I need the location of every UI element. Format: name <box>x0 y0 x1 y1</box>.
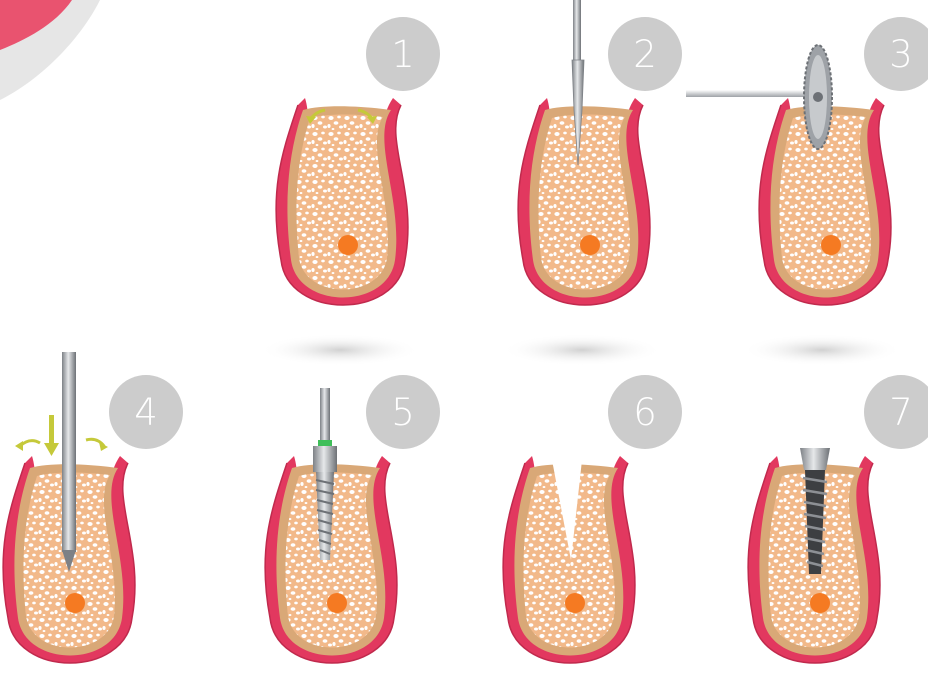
ground-shadow <box>742 334 902 366</box>
ground-shadow <box>502 334 662 366</box>
step-number-badge: 4 <box>109 375 183 449</box>
step-number-badge: 6 <box>608 375 682 449</box>
step-7: 7 <box>748 375 928 663</box>
osteotome-icon <box>62 352 76 572</box>
step-number-badge: 7 <box>864 375 928 449</box>
down-arrow-icon <box>44 415 59 456</box>
step-2: 2 <box>502 0 682 366</box>
step-number: 3 <box>889 33 913 76</box>
step-4: 4 <box>3 352 183 663</box>
step-number: 5 <box>391 391 415 434</box>
step-6: 6 <box>503 375 682 663</box>
step-number: 4 <box>134 391 158 434</box>
step-1: 1 <box>260 17 440 366</box>
corner-accent <box>0 0 100 100</box>
step-number: 2 <box>633 33 657 76</box>
ground-shadow <box>260 334 420 366</box>
step-number-badge: 2 <box>608 17 682 91</box>
step-number: 7 <box>889 391 913 434</box>
step-number-badge: 3 <box>864 17 928 91</box>
step-5: 5 <box>265 375 440 663</box>
step-3: 3 <box>686 17 928 366</box>
step-number: 6 <box>633 391 657 434</box>
step-number: 1 <box>391 33 415 76</box>
step-number-badge: 1 <box>366 17 440 91</box>
step-number-badge: 5 <box>366 375 440 449</box>
